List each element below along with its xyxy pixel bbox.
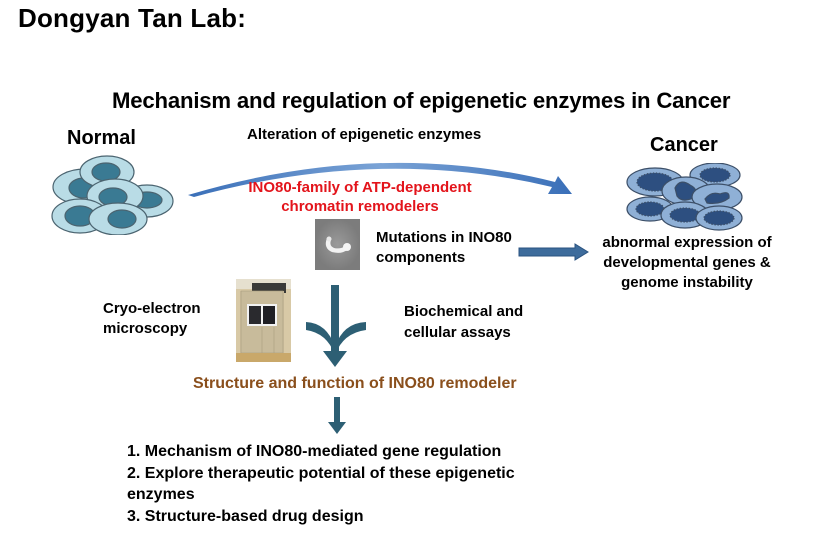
alteration-arc-arrow xyxy=(188,162,572,197)
outcome-label: abnormal expression of developmental gen… xyxy=(587,233,787,293)
ino80-family-label: INO80-family of ATP-dependent chromatin … xyxy=(215,178,505,216)
normal-label: Normal xyxy=(67,127,136,149)
main-title: Mechanism and regulation of epigenetic e… xyxy=(112,88,731,113)
lab-title: Dongyan Tan Lab: xyxy=(18,3,247,33)
cancer-cells-icon xyxy=(626,163,743,231)
microscope-image xyxy=(236,279,291,362)
right-arrow xyxy=(518,243,589,261)
em-particle-image xyxy=(315,219,360,270)
goal-item: 2. Explore therapeutic potential of thes… xyxy=(127,464,515,482)
biochem-line1: Biochemical and xyxy=(404,303,524,320)
goal-item: 1. Mechanism of INO80-mediated gene regu… xyxy=(127,443,502,460)
biochem-line2: cellular assays xyxy=(404,324,511,341)
ino80-family-line2: chromatin remodelers xyxy=(281,198,439,215)
down-arrow xyxy=(328,397,346,434)
cryo-line2: microscopy xyxy=(103,320,188,337)
goals-list: 1. Mechanism of INO80-mediated gene regu… xyxy=(127,441,587,527)
biochem-assays-label: Biochemical and cellular assays xyxy=(404,301,523,343)
mutations-label: Mutations in INO80 components xyxy=(376,228,512,268)
cryo-em-label: Cryo-electron microscopy xyxy=(103,299,201,339)
outcome-line1: abnormal expression of xyxy=(602,234,772,251)
outcome-line3: genome instability xyxy=(621,274,753,291)
goal-item: enzymes xyxy=(127,486,195,503)
alteration-label: Alteration of epigenetic enzymes xyxy=(247,126,482,143)
mutations-line2: components xyxy=(376,249,466,266)
merge-down-arrow xyxy=(306,285,366,367)
mutations-line1: Mutations in INO80 xyxy=(376,229,512,246)
cancer-label: Cancer xyxy=(650,134,718,156)
outcome-line2: developmental genes & xyxy=(603,254,771,271)
goal-item: 3. Structure-based drug design xyxy=(127,507,364,525)
ino80-family-line1: INO80-family of ATP-dependent xyxy=(248,179,472,196)
structure-function-label: Structure and function of INO80 remodele… xyxy=(193,375,517,392)
normal-cells-icon xyxy=(51,155,174,235)
cryo-line1: Cryo-electron xyxy=(103,300,201,317)
